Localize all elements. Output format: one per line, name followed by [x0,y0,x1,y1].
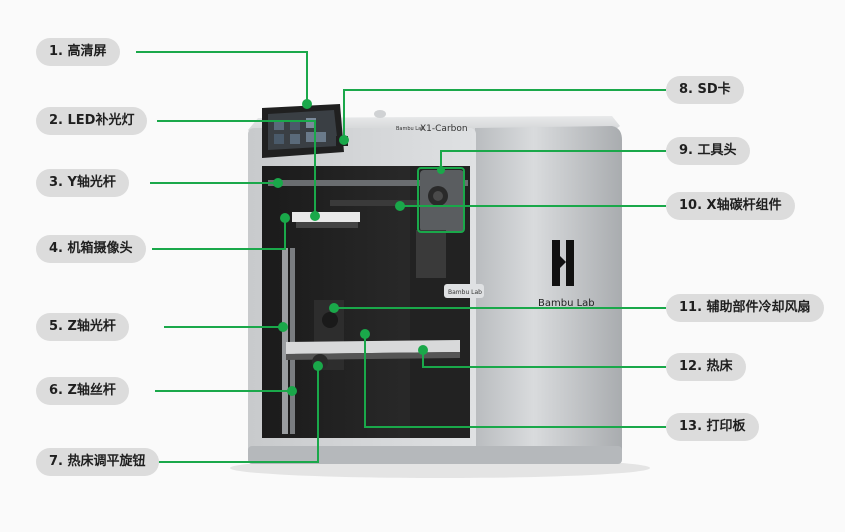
touch-screen [262,104,344,158]
label-chamber-camera: 4. 机箱摄像头 [36,235,146,263]
printer-side-panel [475,126,622,462]
label-z-axis-screw: 6. Z轴丝杆 [36,377,129,405]
printer-base [248,446,622,464]
label-z-axis-rod: 5. Z轴光杆 [36,313,129,341]
toolhead [416,170,464,278]
leader-lines [136,51,666,463]
printer-body [248,110,622,464]
fan-badge [444,284,484,298]
label-aux-fan: 11. 辅助部件冷却风扇 [666,294,824,322]
label-y-axis-rod: 3. Y轴光杆 [36,169,129,197]
brand-small-text: Bambu Lab [396,126,424,132]
label-x-axis-carbon: 10. X轴碳杆组件 [666,192,795,220]
heat-bed [286,340,460,370]
label-sd-card: 8. SD卡 [666,76,744,104]
top-knob [374,110,386,118]
side-logo [552,240,574,286]
z-axis-lead-screw [290,248,295,434]
label-build-plate: 13. 打印板 [666,413,759,441]
side-logo-text: Bambu Lab [538,298,595,309]
label-led-light: 2. LED补光灯 [36,107,148,135]
leader-dots [273,99,445,396]
y-axis-rod [268,180,468,186]
model-name-text: X1-Carbon [420,124,468,134]
label-heat-bed: 12. 热床 [666,353,746,381]
label-hd-screen: 1. 高清屏 [36,38,120,66]
fan-badge-text: Bambu Lab [448,289,482,296]
led-light-bar [292,212,360,222]
x-axis-carbon-rod [330,200,440,206]
label-toolhead: 9. 工具头 [666,137,750,165]
label-bed-leveling-knob: 7. 热床调平旋钮 [36,448,159,476]
z-axis-smooth-rod [282,248,288,434]
